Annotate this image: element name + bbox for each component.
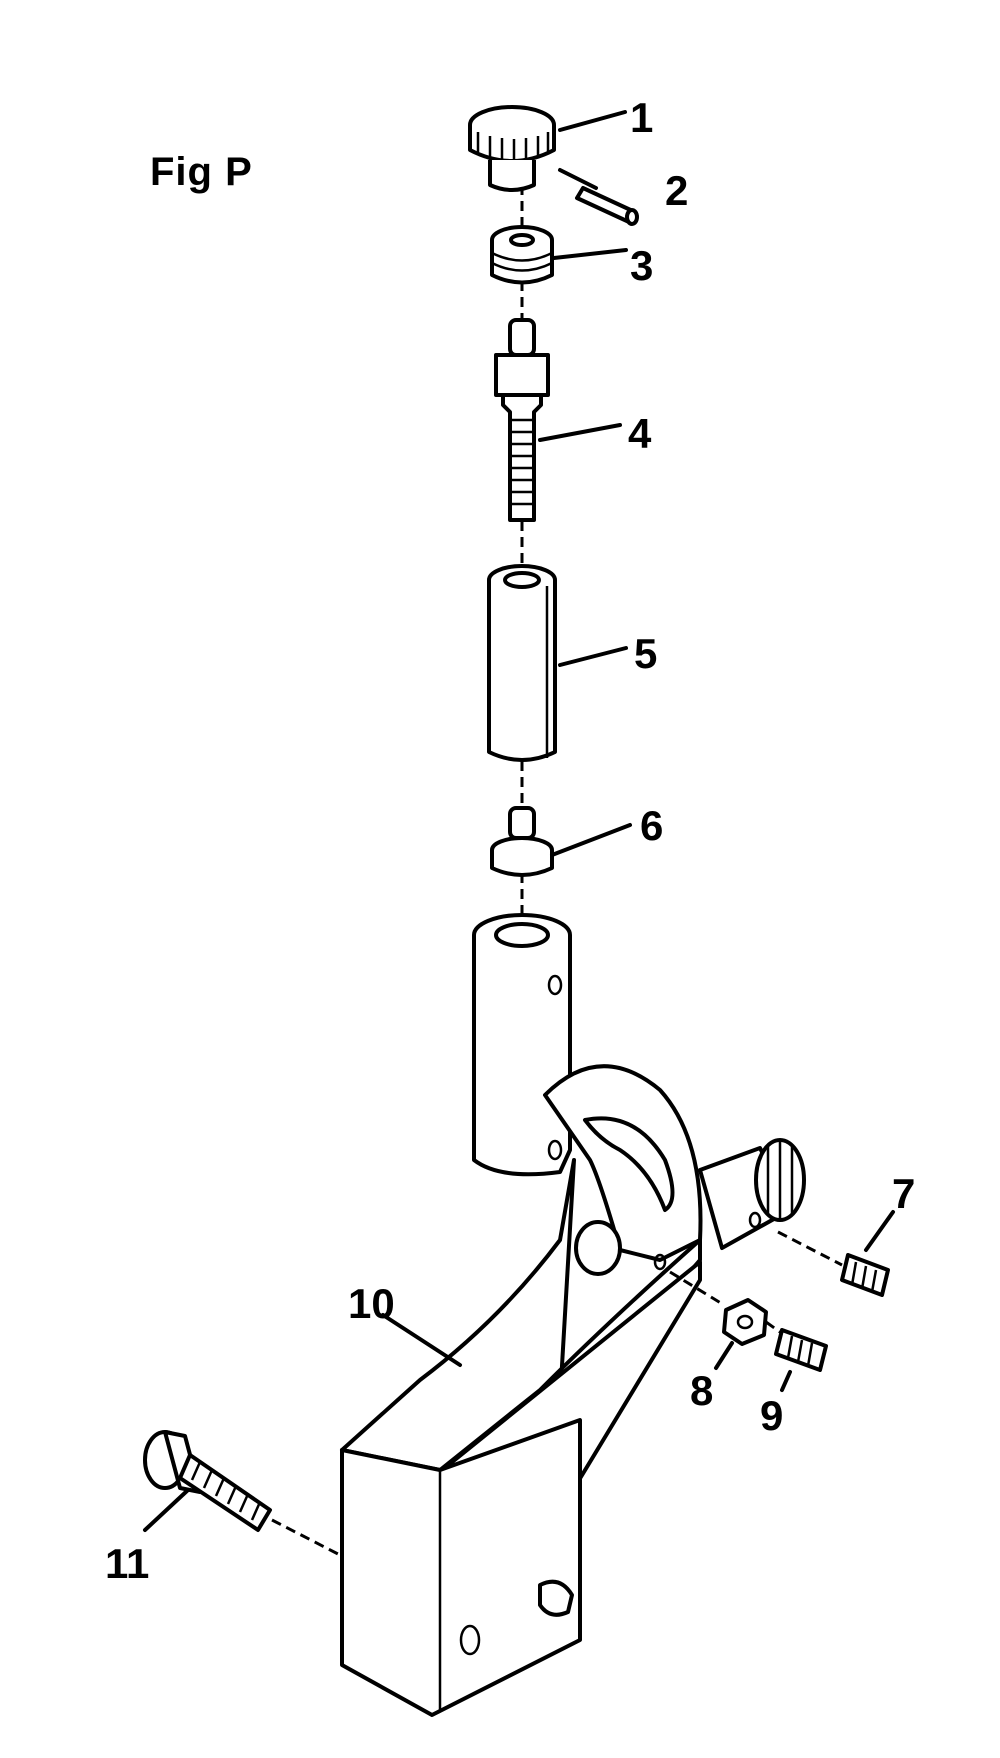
leader-10 (381, 1313, 462, 1367)
part-11-cap-screw (143, 1430, 341, 1557)
leader-1 (558, 110, 627, 132)
part-1-knurled-knob (468, 105, 556, 192)
leader-2 (558, 168, 598, 190)
callout-2: 2 (665, 167, 688, 214)
part-9-set-screw (765, 1320, 828, 1372)
leader-8 (714, 1341, 734, 1370)
part-10-bracket (340, 913, 806, 1717)
callout-8: 8 (690, 1367, 713, 1414)
leader-5 (558, 646, 628, 667)
leader-11 (143, 1488, 190, 1532)
part-2-pin (575, 186, 639, 226)
leader-4 (538, 423, 622, 442)
callout-11: 11 (105, 1540, 149, 1587)
part-3-collar (490, 225, 554, 285)
part-4-threaded-shaft (494, 318, 550, 522)
callout-5: 5 (634, 630, 657, 677)
callout-labels: 1 2 3 4 5 6 7 8 9 10 11 (105, 94, 915, 1587)
callout-10: 10 (348, 1280, 395, 1327)
leader-3 (552, 248, 628, 260)
callout-1: 1 (630, 94, 653, 141)
part-6-bushing (490, 806, 554, 877)
callout-6: 6 (640, 802, 663, 849)
callout-4: 4 (628, 410, 652, 457)
leader-7 (864, 1210, 895, 1252)
leader-6 (550, 823, 632, 857)
callout-3: 3 (630, 242, 653, 289)
leader-lines (143, 110, 895, 1532)
part-8-nut (669, 1270, 768, 1346)
callout-9: 9 (760, 1392, 783, 1439)
leader-9 (780, 1370, 792, 1392)
callout-7: 7 (892, 1170, 915, 1217)
part-7-set-screw (777, 1230, 890, 1297)
part-5-sleeve (487, 564, 557, 762)
figure-title: Fig P (150, 150, 253, 194)
